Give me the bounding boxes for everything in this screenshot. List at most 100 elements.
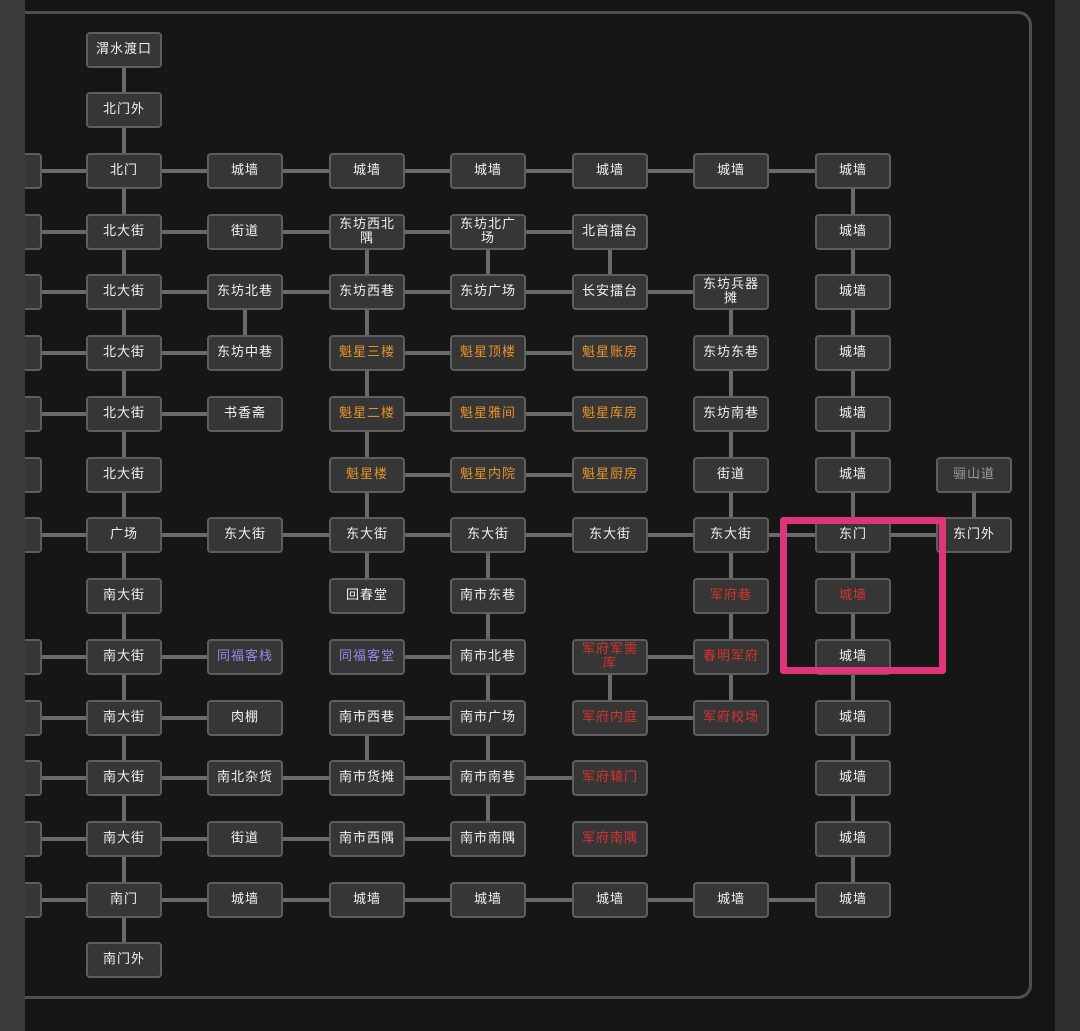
map-viewport[interactable]: 渭水渡口北门外北门城墙城墙城墙城墙城墙城墙北大街街道东坊西北隅东坊北广场北首擂台…	[25, 0, 1055, 1031]
room-node[interactable]: 南大街	[86, 578, 162, 614]
room-node[interactable]: 军府巷	[693, 578, 769, 614]
room-node[interactable]: 军府内庭	[572, 700, 648, 736]
room-node[interactable]: 南大街	[86, 760, 162, 796]
room-node[interactable]: 南市南隅	[450, 821, 526, 857]
room-node[interactable]: 南大街	[86, 639, 162, 675]
room-node[interactable]: 城墙	[207, 153, 283, 189]
room-node[interactable]: 南门外	[86, 942, 162, 978]
room-node[interactable]: 长安擂台	[572, 274, 648, 310]
room-node[interactable]: 东坊北巷	[207, 274, 283, 310]
room-node[interactable]: 东大街	[207, 517, 283, 553]
room-node[interactable]: 魁星二楼	[329, 396, 405, 432]
room-node[interactable]: 南市广场	[450, 700, 526, 736]
room-node[interactable]: 篷	[25, 760, 42, 796]
room-node[interactable]: 巷	[25, 274, 42, 310]
room-node[interactable]: 王	[25, 396, 42, 432]
room-node[interactable]: 城墙	[815, 274, 891, 310]
room-node[interactable]: 渭水渡口	[86, 32, 162, 68]
room-node[interactable]: 书香斋	[207, 396, 283, 432]
room-node[interactable]: 城墙	[450, 153, 526, 189]
room-node[interactable]: 城墙	[693, 882, 769, 918]
room-node[interactable]: 北大街	[86, 274, 162, 310]
room-node[interactable]: 魁星内院	[450, 457, 526, 493]
room-node[interactable]: 魁星账房	[572, 335, 648, 371]
room-node[interactable]: 军府军需库	[572, 639, 648, 675]
room-node[interactable]: 军府校场	[693, 700, 769, 736]
room-node[interactable]: 官	[25, 639, 42, 675]
room-node[interactable]: 南市北巷	[450, 639, 526, 675]
room-node[interactable]: 南市西隅	[329, 821, 405, 857]
room-node[interactable]: 骊山道	[936, 457, 1012, 493]
room-node[interactable]: 东大街	[693, 517, 769, 553]
room-node[interactable]: 巷	[25, 335, 42, 371]
room-node[interactable]: 城墙	[693, 153, 769, 189]
room-node[interactable]: 城墙	[815, 700, 891, 736]
room-node[interactable]: 东坊东巷	[693, 335, 769, 371]
room-node[interactable]: 城墙	[815, 396, 891, 432]
room-node[interactable]: 同福客堂	[329, 639, 405, 675]
room-node[interactable]: 北首擂台	[572, 214, 648, 250]
room-node[interactable]	[25, 153, 42, 189]
room-node[interactable]: 南北杂货	[207, 760, 283, 796]
room-node[interactable]: 东坊西北隅	[329, 214, 405, 250]
room-node[interactable]: 街道	[207, 821, 283, 857]
room-node[interactable]: 南大街	[86, 700, 162, 736]
room-node[interactable]: 南大街	[86, 821, 162, 857]
room-node[interactable]: 城墙	[815, 639, 891, 675]
room-node[interactable]: 南市货摊	[329, 760, 405, 796]
room-node[interactable]: 北大街	[86, 214, 162, 250]
room-node[interactable]: 东大街	[450, 517, 526, 553]
room-node[interactable]: 东坊北广场	[450, 214, 526, 250]
room-node[interactable]: 城墙	[329, 153, 405, 189]
room-node[interactable]: 城墙	[815, 153, 891, 189]
room-node[interactable]: 魁星雅间	[450, 396, 526, 432]
room-node[interactable]	[25, 214, 42, 250]
room-node[interactable]: 春明军府	[693, 639, 769, 675]
room-node[interactable]: 东大街	[329, 517, 405, 553]
room-node[interactable]: 回春堂	[329, 578, 405, 614]
room-node[interactable]: 南市东巷	[450, 578, 526, 614]
room-node[interactable]: 北门	[86, 153, 162, 189]
room-node[interactable]: 东坊兵器摊	[693, 274, 769, 310]
room-node[interactable]: 东门	[815, 517, 891, 553]
room-node[interactable]: 东大街	[572, 517, 648, 553]
room-node[interactable]	[25, 882, 42, 918]
room-node[interactable]: 魁星顶楼	[450, 335, 526, 371]
room-node[interactable]: 城墙	[207, 882, 283, 918]
room-node[interactable]: 城墙	[450, 882, 526, 918]
room-node[interactable]: 街道	[693, 457, 769, 493]
room-node[interactable]: 园	[25, 457, 42, 493]
room-node[interactable]: 北门外	[86, 92, 162, 128]
room-node[interactable]: 北大街	[86, 396, 162, 432]
room-node[interactable]: 东坊广场	[450, 274, 526, 310]
room-node[interactable]: 北大街	[86, 335, 162, 371]
room-node[interactable]: f	[25, 517, 42, 553]
room-node[interactable]: 城墙	[572, 153, 648, 189]
room-node[interactable]: 魁星库房	[572, 396, 648, 432]
room-node[interactable]: 军府辕门	[572, 760, 648, 796]
room-node[interactable]: 广场	[86, 517, 162, 553]
room-node[interactable]: 城墙	[815, 335, 891, 371]
room-node[interactable]	[25, 700, 42, 736]
room-node[interactable]: 城墙	[329, 882, 405, 918]
room-node[interactable]: 城墙	[572, 882, 648, 918]
room-node[interactable]: 南门	[86, 882, 162, 918]
room-node[interactable]: 南市南巷	[450, 760, 526, 796]
room-node[interactable]: 魁星楼	[329, 457, 405, 493]
room-node[interactable]: 肉棚	[207, 700, 283, 736]
room-node[interactable]: 东坊中巷	[207, 335, 283, 371]
room-node[interactable]: 南市西巷	[329, 700, 405, 736]
room-node[interactable]: 魁星厨房	[572, 457, 648, 493]
room-node[interactable]	[25, 821, 42, 857]
room-node[interactable]: 同福客栈	[207, 639, 283, 675]
room-node[interactable]: 军府南隅	[572, 821, 648, 857]
room-node[interactable]: 东门外	[936, 517, 1012, 553]
room-node[interactable]: 城墙	[815, 457, 891, 493]
room-node[interactable]: 街道	[207, 214, 283, 250]
room-node[interactable]: 城墙	[815, 882, 891, 918]
room-node[interactable]: 城墙	[815, 760, 891, 796]
room-node[interactable]: 魁星三楼	[329, 335, 405, 371]
room-node[interactable]: 城墙	[815, 214, 891, 250]
room-node[interactable]: 北大街	[86, 457, 162, 493]
room-node[interactable]: 城墙	[815, 821, 891, 857]
